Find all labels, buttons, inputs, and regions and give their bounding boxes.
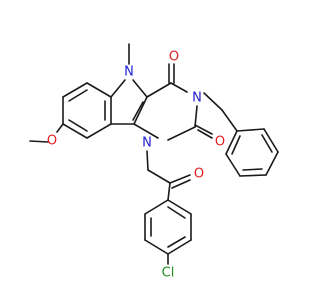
bond [203,92,223,111]
bond [236,128,265,132]
bond [167,199,192,215]
bond [133,123,159,139]
bond [167,236,186,248]
bond [167,182,171,201]
bond [86,123,112,139]
bond [171,179,191,189]
bond [146,82,172,98]
bond [167,126,196,141]
bond [197,129,213,139]
bond [29,140,49,143]
bond [239,174,267,177]
bond [144,199,169,215]
bond [170,82,188,93]
bond [231,135,241,155]
bond [62,82,88,98]
molecule-structure: N O N O N O O Cl [29,43,279,281]
bond [146,150,149,171]
ketone-o-label: O [194,167,204,182]
bond [147,169,171,184]
bond [194,124,213,135]
n5-label: N [124,65,134,80]
o4-label: O [169,50,179,65]
chlorine-label: Cl [162,266,175,281]
bonds [29,43,279,265]
bond [144,239,169,255]
bond [265,151,279,176]
bond [242,168,263,171]
bond [263,128,279,153]
bond [167,206,186,219]
bond [225,130,238,155]
bond [221,109,238,132]
bond [110,79,126,98]
o2-label: O [215,135,225,150]
bond [167,239,192,255]
bond [133,96,148,125]
bond [225,153,241,177]
n1-label: N [142,136,152,151]
bond [56,123,64,133]
bond [62,123,88,139]
n3-label: N [192,91,202,106]
bond [261,134,273,153]
atom-labels: N O N O N O O Cl [47,50,225,281]
bond [132,101,144,121]
bond [86,82,112,98]
bond [132,79,148,98]
bond [68,119,88,132]
bond [194,105,198,128]
methoxy-o-label: O [47,134,57,149]
bond [169,174,191,184]
bond [68,89,88,102]
